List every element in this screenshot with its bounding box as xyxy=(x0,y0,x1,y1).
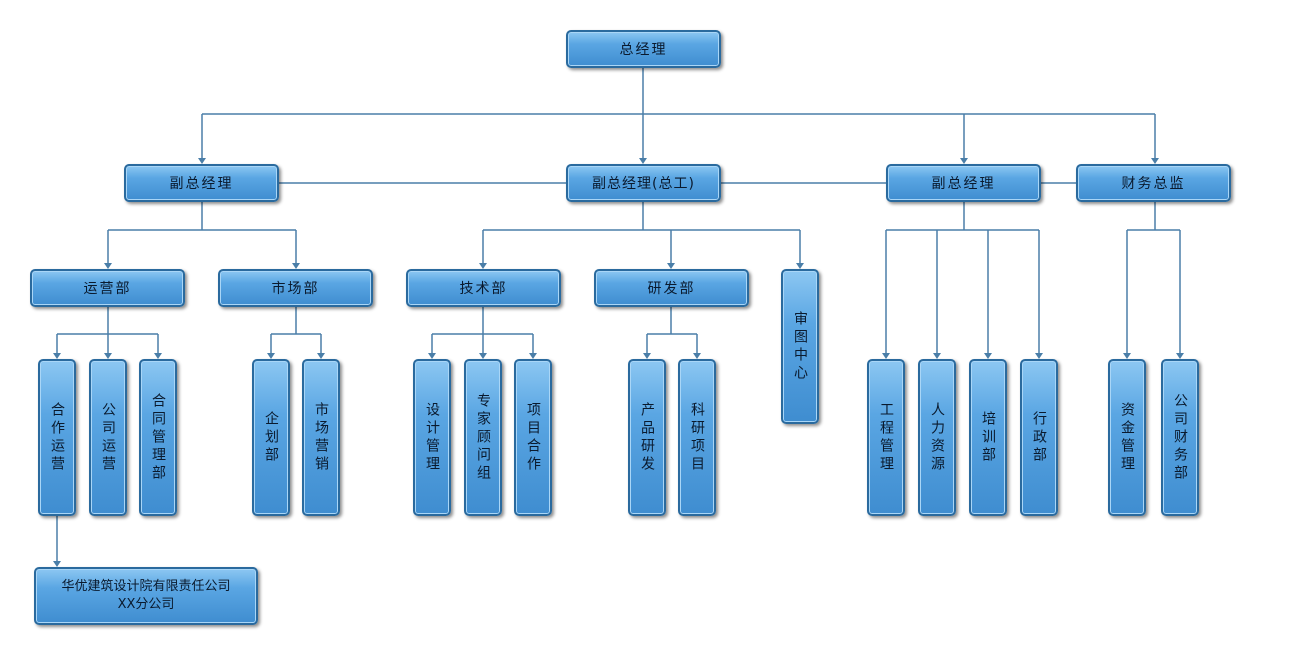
planning-dept-box: 企划部 xyxy=(252,359,290,516)
arrowhead xyxy=(104,263,112,269)
deputy-gm-chief-engineer-box: 副总经理(总工) xyxy=(566,164,721,202)
company-ops-box: 公司运营 xyxy=(89,359,127,516)
arrowhead xyxy=(933,353,941,359)
admin-dept-box: 行政部 xyxy=(1020,359,1058,516)
technical-dept-box: 技术部 xyxy=(406,269,561,307)
marketing-dept-box: 市场部 xyxy=(218,269,373,307)
engineering-mgmt-box: 工程管理 xyxy=(867,359,905,516)
arrowhead xyxy=(317,353,325,359)
arrowhead xyxy=(428,353,436,359)
arrowhead xyxy=(292,263,300,269)
arrowhead xyxy=(529,353,537,359)
arrowhead xyxy=(643,353,651,359)
arrowhead xyxy=(639,158,647,164)
design-mgmt-box: 设计管理 xyxy=(413,359,451,516)
arrowhead xyxy=(267,353,275,359)
arrowhead xyxy=(1176,353,1184,359)
arrowhead xyxy=(960,158,968,164)
arrowhead xyxy=(154,353,162,359)
ceo-box: 总经理 xyxy=(566,30,721,68)
branch-company-suffix: XX分公司 xyxy=(117,597,175,612)
review-center-box: 审图中心 xyxy=(781,269,819,424)
branch-company-box: 华优建筑设计院有限责任公司 XX分公司 xyxy=(34,567,258,625)
operations-dept-box: 运营部 xyxy=(30,269,185,307)
arrowhead xyxy=(693,353,701,359)
arrowhead xyxy=(984,353,992,359)
finance-dept-box: 公司财务部 xyxy=(1161,359,1199,516)
contract-mgmt-box: 合同管理部 xyxy=(139,359,177,516)
research-project-box: 科研项目 xyxy=(678,359,716,516)
deputy-gm-1-box: 副总经理 xyxy=(124,164,279,202)
product-rnd-box: 产品研发 xyxy=(628,359,666,516)
arrowhead xyxy=(104,353,112,359)
training-dept-box: 培训部 xyxy=(969,359,1007,516)
arrowhead xyxy=(882,353,890,359)
market-sales-box: 市场营销 xyxy=(302,359,340,516)
project-coop-box: 项目合作 xyxy=(514,359,552,516)
arrowhead xyxy=(53,561,61,567)
arrowhead xyxy=(198,158,206,164)
hr-box: 人力资源 xyxy=(918,359,956,516)
coop-ops-box: 合作运营 xyxy=(38,359,76,516)
arrowhead xyxy=(1035,353,1043,359)
arrowhead xyxy=(796,263,804,269)
arrowhead xyxy=(479,353,487,359)
fund-mgmt-box: 资金管理 xyxy=(1108,359,1146,516)
arrowhead xyxy=(1151,158,1159,164)
arrowhead xyxy=(479,263,487,269)
deputy-gm-2-box: 副总经理 xyxy=(886,164,1041,202)
cfo-box: 财务总监 xyxy=(1076,164,1231,202)
arrowhead xyxy=(1123,353,1131,359)
arrowhead xyxy=(667,263,675,269)
branch-company-name: 华优建筑设计院有限责任公司 xyxy=(61,579,231,594)
rnd-dept-box: 研发部 xyxy=(594,269,749,307)
arrowhead xyxy=(53,353,61,359)
expert-group-box: 专家顾问组 xyxy=(464,359,502,516)
